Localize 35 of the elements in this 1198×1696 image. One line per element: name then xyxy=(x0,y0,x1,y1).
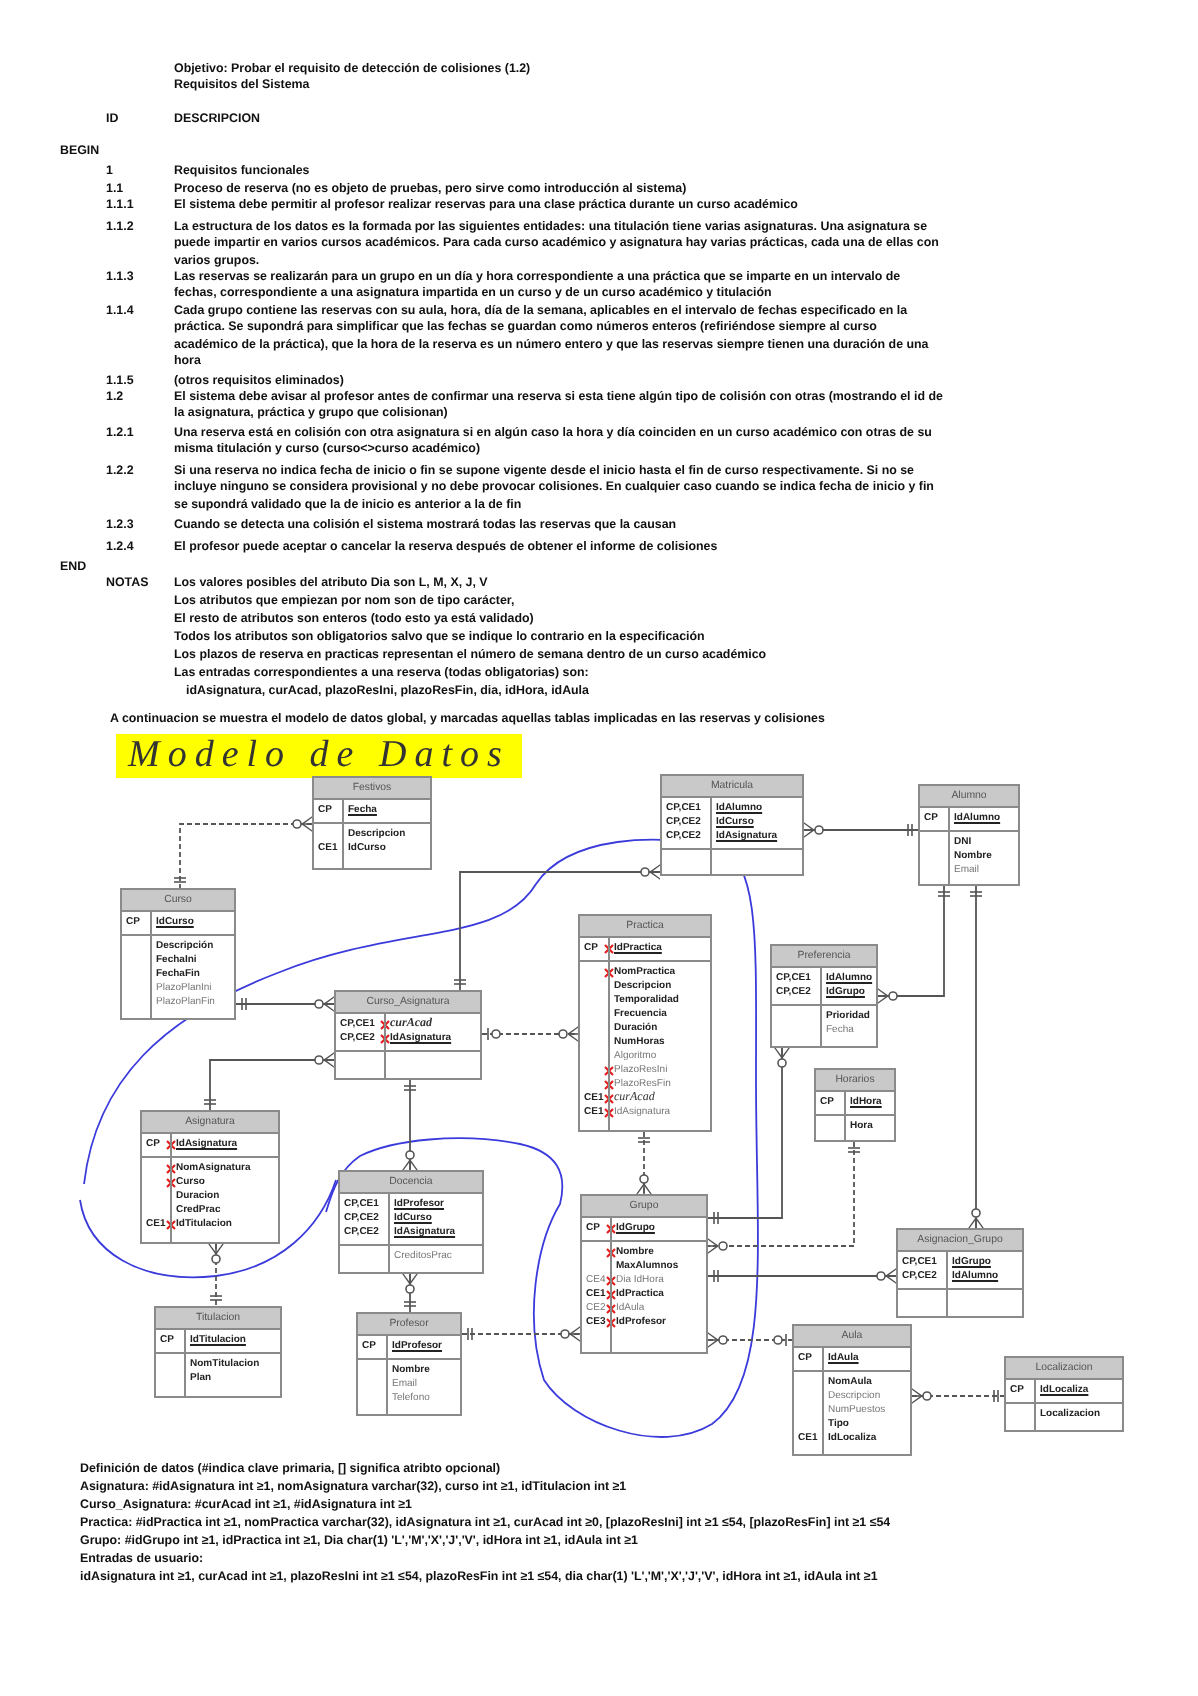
entity-table xyxy=(120,888,236,1020)
entity-table xyxy=(312,776,432,870)
relationship-line xyxy=(235,995,335,1013)
relationship-line xyxy=(481,1025,579,1043)
relationship-line xyxy=(174,815,313,889)
relationship-line xyxy=(204,1051,335,1111)
relationship-line xyxy=(401,1079,419,1171)
relationship-line xyxy=(707,1267,897,1285)
relationship-line xyxy=(803,821,919,839)
entity-table xyxy=(140,1110,280,1244)
relationship-line xyxy=(967,885,985,1229)
relationship-line xyxy=(707,1141,860,1255)
entity-table xyxy=(338,1170,484,1274)
relationship-line xyxy=(707,1331,793,1349)
entity-table xyxy=(896,1228,1024,1318)
entity-table xyxy=(356,1312,462,1416)
relationship-line xyxy=(207,1243,225,1307)
handwritten-title: Modelo de Datos xyxy=(116,734,522,778)
entity-table xyxy=(792,1324,912,1456)
relationship-line xyxy=(877,885,950,1005)
relationship-line xyxy=(707,1047,791,1224)
relationship-line xyxy=(635,1131,653,1195)
entity-table xyxy=(660,774,804,876)
entity-table xyxy=(334,990,482,1080)
relationship-line xyxy=(461,1325,581,1343)
entity-table xyxy=(814,1068,896,1142)
relationship-line xyxy=(911,1387,1005,1405)
entity-table xyxy=(918,784,1020,886)
entity-table xyxy=(580,1194,708,1354)
entity-table xyxy=(770,944,878,1048)
entity-table xyxy=(154,1306,282,1398)
entity-table xyxy=(1004,1356,1124,1432)
relationship-line xyxy=(454,863,661,991)
relationship-line xyxy=(401,1273,419,1313)
entity-table xyxy=(578,914,712,1132)
